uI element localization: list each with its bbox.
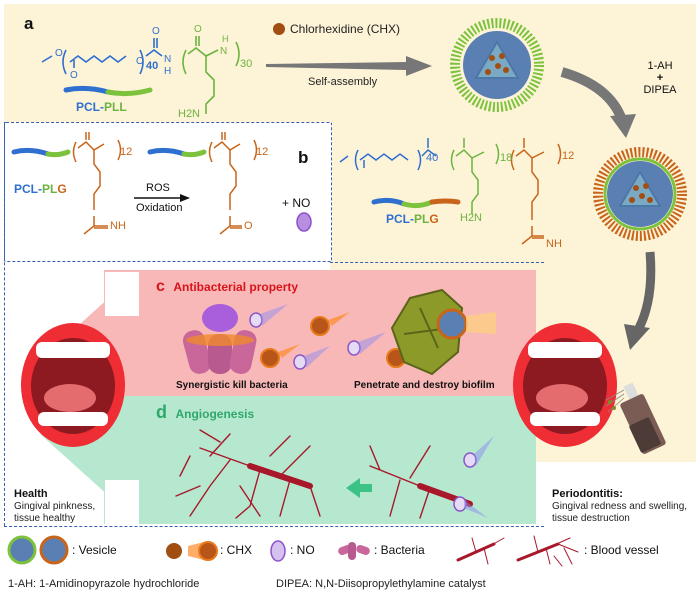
guanidine-nh-label-2: NH: [546, 238, 562, 250]
bacteria-cluster-icon: [182, 304, 257, 374]
ros-label: ROS: [146, 182, 170, 194]
footnote-1ah: 1-AH: 1-Amidinopyrazole hydrochloride: [8, 578, 200, 590]
periodontitis-title: Periodontitis:: [552, 488, 623, 500]
svg-text:N: N: [164, 54, 171, 65]
plg-repeat-count-left: 12: [120, 146, 133, 158]
periodontitis-mouth-icon: [513, 323, 617, 447]
health-desc-line1: Gingival pinkness,: [14, 501, 96, 512]
urea-o-label: O: [244, 220, 253, 232]
pcl-repeat-count-2: 40: [426, 152, 439, 164]
svg-text:H: H: [222, 34, 229, 44]
plg-vesicle-icon: [593, 147, 687, 241]
no-product-label: + NO: [282, 196, 311, 210]
amine-label-2: H2N: [460, 212, 483, 224]
pcl-pll-name: PCL-PLL: [76, 100, 127, 114]
pll-repeat-count-2: 18: [500, 152, 513, 164]
panel-d-header: d Angiogenesis: [156, 402, 254, 423]
pcl-plg-name-a: PCL-PLG: [386, 212, 439, 226]
legend-bacteria-icon: [338, 542, 370, 560]
svg-text:H: H: [164, 66, 171, 77]
guanidine-nh-label: NH: [110, 220, 126, 232]
panel-b-label: b: [298, 148, 309, 167]
self-assembly-arrow: [266, 56, 432, 76]
reagent-plus: +: [656, 72, 664, 84]
chx-particle: [260, 344, 300, 368]
self-assembly-label: Self-assembly: [308, 76, 378, 88]
chx-reagent-label: Chlorhexidine (CHX): [290, 22, 401, 36]
g-text: G: [429, 212, 439, 226]
g-text: G: [57, 182, 67, 196]
oxidation-reaction-structures: [11, 132, 312, 235]
plg-repeat-count-right: 12: [256, 146, 269, 158]
panel-c-background: [140, 270, 536, 396]
panel-c-notch: [105, 272, 139, 316]
legend-chx-icons: [166, 541, 218, 561]
dashed-border-left: [4, 122, 5, 526]
legend-no: : NO: [290, 543, 315, 557]
plg-repeat-count-2: 12: [562, 150, 575, 162]
periodontitis-desc-line1: Gingival redness and swelling,: [552, 501, 688, 512]
panel-d-label: d: [156, 402, 167, 422]
pl-text: PL: [414, 212, 430, 226]
periodontitis-desc-line2: tissue destruction: [552, 513, 630, 524]
chx-particle-icon: [273, 23, 285, 35]
svg-text:O: O: [55, 48, 63, 59]
panel-d-notch: [105, 480, 139, 524]
reaction-reagents: 1-AH + DIPEA: [640, 60, 680, 96]
pcl-pll-structure: O O O O O H N N H: [41, 24, 240, 114]
dashed-border-mid: [330, 262, 544, 263]
dashed-border-bottom: [4, 526, 544, 527]
angiogenesis-vessels: [175, 429, 494, 519]
legend-chx: : CHX: [220, 543, 253, 557]
footnote-dipea: DIPEA: N,N-Diisopropylethylamine catalys…: [276, 578, 486, 590]
pcl-text: PCL-: [386, 212, 414, 226]
svg-text:N: N: [220, 46, 227, 57]
legend-vesicle: : Vesicle: [72, 543, 117, 557]
health-title: Health: [14, 488, 48, 500]
pl-text: PL: [42, 182, 58, 196]
legend-no-icon: [270, 540, 286, 562]
legend-bacteria: : Bacteria: [374, 543, 425, 557]
spray-bottle-icon: [605, 382, 666, 454]
pcl-plg-structure: [339, 138, 562, 245]
pcl-plg-chain-icon: [371, 197, 461, 209]
pll-repeat-count: 30: [240, 58, 253, 70]
reagent-1ah: 1-AH: [647, 60, 673, 72]
panel-d-title: Angiogenesis: [175, 407, 255, 421]
caption-synergistic: Synergistic kill bacteria: [176, 380, 288, 391]
legend-blood-vessel-icons: [456, 535, 579, 567]
amine-label: H2N: [178, 108, 201, 120]
svg-text:O: O: [194, 24, 202, 35]
legend-blood-vessel: : Blood vessel: [584, 543, 659, 557]
legend-vesicle-icons: [7, 535, 69, 565]
modification-arrow: [560, 67, 636, 138]
pcl-plg-name-b: PCL-PLG: [14, 182, 67, 196]
svg-text:O: O: [152, 26, 160, 37]
panel-a-label: a: [24, 14, 34, 33]
pcl-text: PCL-: [14, 182, 42, 196]
pcl-repeat-count: 40: [146, 60, 159, 72]
biofilm-icon: [390, 288, 496, 376]
panel-c-label: c: [156, 278, 165, 295]
pcl-text: PCL-: [76, 100, 104, 114]
healthy-mouth-icon: [21, 323, 125, 447]
treatment-arrow: [624, 251, 656, 350]
pcl-pll-chain-icon: [63, 85, 153, 97]
svg-text:O: O: [70, 70, 78, 81]
panel-c-header: c Antibacterial property: [156, 278, 298, 296]
panel-c-title: Antibacterial property: [173, 280, 299, 294]
oxidation-label: Oxidation: [136, 202, 183, 214]
svg-text:O: O: [136, 56, 144, 67]
health-desc-line2: tissue healthy: [14, 513, 76, 524]
pll-text: PLL: [104, 100, 127, 114]
pll-vesicle-icon: [450, 18, 544, 112]
caption-biofilm: Penetrate and destroy biofilm: [354, 380, 495, 391]
reagent-dipea: DIPEA: [643, 84, 677, 96]
